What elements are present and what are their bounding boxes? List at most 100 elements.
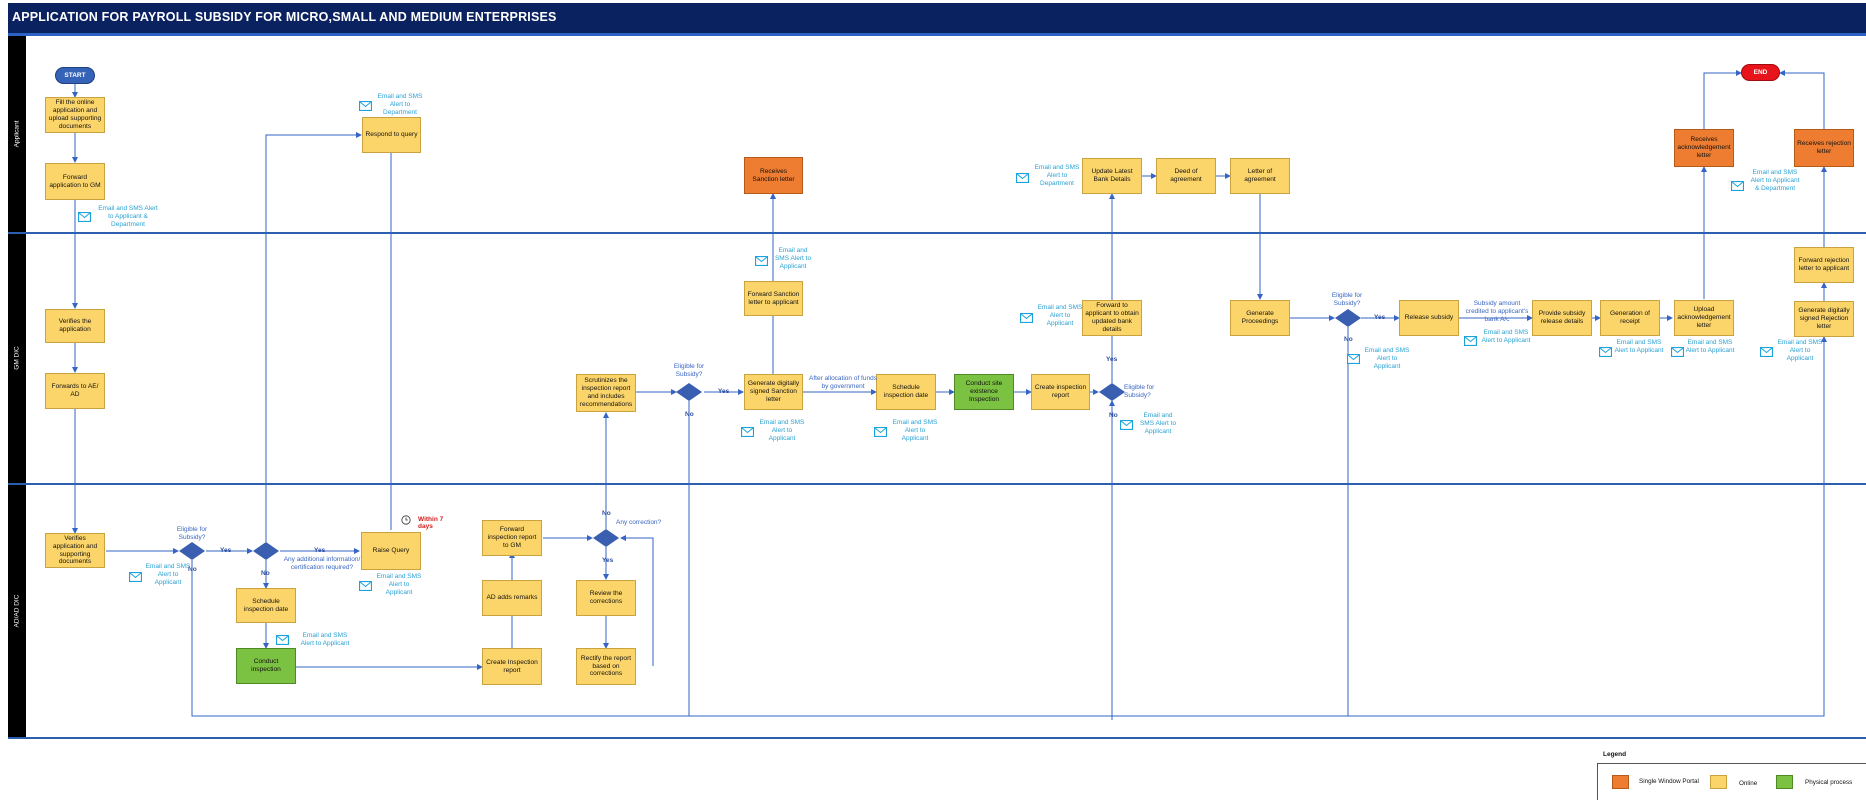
legend-label-portal: Single Window Portal bbox=[1639, 778, 1699, 785]
mail-icon bbox=[1598, 344, 1613, 358]
mail-icon bbox=[128, 569, 143, 583]
conduct-inspection-node: Conduct inspection bbox=[236, 648, 296, 684]
mail-icon bbox=[358, 578, 373, 592]
mail-icon bbox=[1670, 344, 1685, 358]
alert-note: Email and SMS Alert to Department bbox=[1034, 164, 1080, 187]
alert-note: Email and SMS Alert to Applicant bbox=[300, 632, 350, 647]
mail-icon bbox=[1730, 178, 1745, 192]
legend: Single Window Portal Online Physical pro… bbox=[1597, 763, 1866, 800]
generate-proceedings-node: Generate Proceedings bbox=[1230, 300, 1290, 336]
schedule-inspection-gm-node: Schedule inspection date bbox=[876, 374, 936, 410]
end-terminal: END bbox=[1741, 64, 1780, 81]
edge-label-amount-credited: Subsidy amount credited to applicant's b… bbox=[1465, 300, 1529, 323]
alert-note: Email and SMS Alert to Applicant bbox=[1037, 304, 1083, 327]
schedule-inspection-ad-node: Schedule inspection date bbox=[236, 588, 296, 623]
create-inspection-report-ad-node: Create Inspection report bbox=[482, 648, 542, 685]
update-bank-details-node: Update Latest Bank Details bbox=[1082, 158, 1142, 194]
mail-icon bbox=[1463, 333, 1478, 347]
upload-acknowledgement-node: Upload acknowledgement letter bbox=[1674, 300, 1734, 336]
yes-label: Yes bbox=[314, 547, 326, 554]
decision-eligible-gm-3 bbox=[1335, 309, 1361, 327]
yes-label: Yes bbox=[718, 388, 730, 395]
provide-release-details-node: Provide subsidy release details bbox=[1532, 300, 1592, 336]
yes-label: Yes bbox=[1106, 356, 1118, 363]
yes-label: Yes bbox=[220, 547, 232, 554]
decision-eligible-ad bbox=[179, 542, 205, 560]
verifies-application-node: Verifies the application bbox=[45, 309, 105, 343]
forwards-to-ad-node: Forwards to AE/ AD bbox=[45, 373, 105, 409]
rectify-report-node: Rectify the report based on corrections bbox=[576, 648, 636, 685]
fill-online-application-node: Fill the online application and upload s… bbox=[45, 97, 105, 133]
review-corrections-node: Review the corrections bbox=[576, 580, 636, 616]
alert-note: Email and SMS Alert to Applicant bbox=[774, 247, 812, 270]
legend-title: Legend bbox=[1603, 751, 1627, 758]
decision-label-eligible-ad: Eligible for Subsidy? bbox=[176, 526, 208, 541]
mail-icon bbox=[1019, 310, 1034, 324]
receives-acknowledgement-node: Receives acknowledgement letter bbox=[1674, 129, 1734, 167]
generate-rejection-letter-node: Generate digitally signed Rejection lett… bbox=[1794, 301, 1854, 337]
no-label: No bbox=[685, 411, 694, 418]
decision-label-eligible-gm-3: Eligible for Subsidy? bbox=[1331, 292, 1363, 307]
decision-label-eligible-gm-1: Eligible for Subsidy? bbox=[673, 363, 705, 378]
mail-icon bbox=[1015, 170, 1030, 184]
mail-icon bbox=[873, 424, 888, 438]
generation-of-receipt-node: Generation of receipt bbox=[1600, 300, 1660, 336]
scrutinizes-report-node: Scrutinizes the inspection report and in… bbox=[576, 374, 636, 412]
raise-query-node: Raise Query bbox=[361, 532, 421, 570]
receives-rejection-node: Receives rejection letter bbox=[1794, 129, 1854, 167]
mail-icon bbox=[77, 209, 92, 223]
time-limit-label: Within 7 days bbox=[418, 516, 444, 531]
generate-sanction-letter-node: Generate digitally signed Sanction lette… bbox=[744, 374, 803, 410]
mail-icon bbox=[1346, 351, 1361, 365]
decision-any-correction bbox=[593, 529, 619, 547]
header-bar: APPLICATION FOR PAYROLL SUBSIDY FOR MICR… bbox=[8, 3, 1866, 33]
decision-additional-info bbox=[253, 542, 279, 560]
alert-note: Email and SMS Alert to Applicant & Depar… bbox=[1750, 169, 1800, 192]
lane-divider bbox=[8, 737, 1866, 739]
alert-note: Email and SMS Alert to Applicant & Depar… bbox=[98, 205, 158, 228]
alert-note: Email and SMS Alert to Department bbox=[377, 93, 423, 116]
alert-note: Email and SMS Alert to Applicant bbox=[1139, 412, 1177, 435]
lane-bar-applicant bbox=[8, 36, 26, 232]
mail-icon bbox=[1759, 344, 1774, 358]
mail-icon bbox=[358, 98, 373, 112]
yes-label: Yes bbox=[602, 557, 614, 564]
decision-label-eligible-gm-2: Eligible for Subsidy? bbox=[1124, 384, 1155, 399]
mail-icon bbox=[740, 424, 755, 438]
lane-divider bbox=[8, 483, 1866, 485]
create-inspection-report-gm-node: Create inspection report bbox=[1031, 374, 1090, 410]
no-label: No bbox=[602, 510, 611, 517]
clock-icon bbox=[401, 512, 411, 525]
header-rule bbox=[8, 33, 1866, 36]
no-label: No bbox=[1344, 336, 1353, 343]
legend-swatch-online bbox=[1710, 775, 1727, 789]
mail-icon bbox=[1119, 417, 1134, 431]
lane-bar-gm-dic bbox=[8, 233, 26, 483]
alert-note: Email and SMS Alert to Applicant bbox=[1364, 347, 1410, 370]
alert-note: Email and SMS Alert to Applicant bbox=[145, 563, 191, 586]
letter-of-agreement-node: Letter of agreement bbox=[1230, 158, 1290, 194]
forward-report-gm-node: Forward inspection report to GM bbox=[482, 520, 542, 556]
no-label: No bbox=[188, 566, 197, 573]
decision-label-additional-info: Any additional information/ certificatio… bbox=[283, 556, 361, 571]
no-label: No bbox=[261, 570, 270, 577]
alert-note: Email and SMS Alert to Applicant bbox=[1685, 339, 1735, 354]
deed-of-agreement-node: Deed of agreement bbox=[1156, 158, 1216, 194]
forward-for-bank-details-node: Forward to applicant to obtain updated b… bbox=[1082, 300, 1142, 336]
edge-label-after-allocation: After allocation of funds by government bbox=[809, 375, 877, 390]
alert-note: Email and SMS Alert to Applicant bbox=[759, 419, 805, 442]
alert-note: Email and SMS Alert to Applicant bbox=[1614, 339, 1664, 354]
yes-label: Yes bbox=[1374, 314, 1386, 321]
verifies-supporting-docs-node: Verifies application and supporting docu… bbox=[45, 533, 105, 568]
legend-label-physical: Physical process bbox=[1805, 779, 1853, 786]
decision-label-any-correction: Any correction? bbox=[616, 519, 662, 526]
legend-swatch-physical bbox=[1776, 775, 1793, 789]
lane-divider bbox=[8, 232, 1866, 234]
alert-note: Email and SMS Alert to Applicant bbox=[1777, 339, 1823, 362]
legend-swatch-portal bbox=[1612, 775, 1629, 789]
decision-eligible-gm-2 bbox=[1099, 383, 1125, 401]
forward-sanction-letter-node: Forward Sanction letter to applicant bbox=[744, 281, 803, 316]
alert-note: Email and SMS Alert to Applicant bbox=[376, 573, 422, 596]
conduct-site-inspection-node: Conduct site existence Inspection bbox=[954, 374, 1014, 410]
receives-sanction-letter-node: Receives Sanction letter bbox=[744, 157, 803, 194]
